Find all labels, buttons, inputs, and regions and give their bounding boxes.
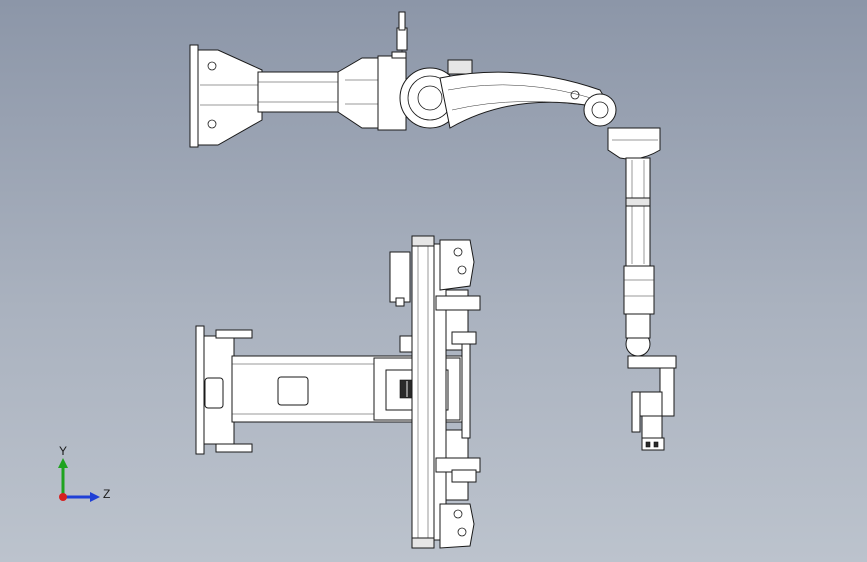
gantry-mount-plate xyxy=(195,325,205,455)
top-arm-assembly xyxy=(189,11,677,451)
tool-body xyxy=(639,391,663,417)
horizontal-beam xyxy=(257,71,341,113)
upper-arm xyxy=(439,71,614,129)
gantry-assembly xyxy=(195,235,481,549)
gantry-column xyxy=(411,235,435,549)
mount-plate xyxy=(189,44,199,148)
beam-cutout xyxy=(277,376,309,406)
tool-flange xyxy=(627,355,677,369)
x-axis-dot xyxy=(59,493,67,501)
mount-cutout xyxy=(204,377,224,409)
elbow-joint xyxy=(583,93,617,127)
tool-tip xyxy=(641,437,665,451)
carriage-top xyxy=(435,295,481,311)
wrist-housing xyxy=(607,127,661,160)
side-motor xyxy=(389,251,411,303)
y-axis-label: Y xyxy=(59,444,67,458)
cable-connector xyxy=(396,27,408,51)
wrist-joint xyxy=(623,265,655,315)
beam-flange xyxy=(337,57,379,129)
top-bracket xyxy=(439,239,475,291)
mount-bracket xyxy=(197,49,263,146)
bottom-bracket xyxy=(439,503,475,549)
axis-triad: Y Z xyxy=(58,444,110,502)
z-axis-label: Z xyxy=(103,487,110,501)
forearm xyxy=(625,157,651,267)
